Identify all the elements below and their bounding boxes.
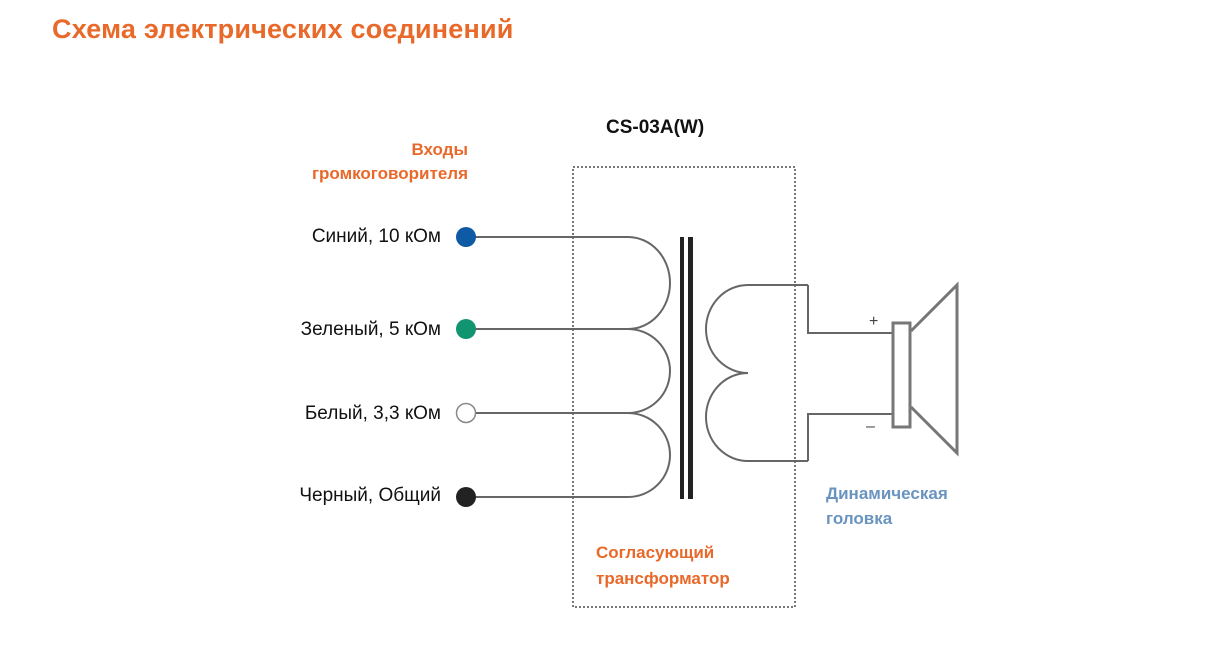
transformer-label-line2: трансформатор — [596, 569, 730, 588]
transformer-label-line1: Согласующий — [596, 543, 715, 562]
terminal-white-dot — [455, 402, 477, 424]
transformer-core-bar-1 — [680, 237, 684, 499]
speaker-label-line2: головка — [826, 509, 893, 528]
speaker-lead-minus — [807, 413, 893, 461]
transformer-label: Согласующий трансформатор — [596, 540, 730, 592]
model-label: CS-03A(W) — [606, 117, 705, 138]
terminal-blue-dot — [456, 227, 476, 247]
primary-coil-loop-2 — [627, 328, 671, 414]
transformer-core-bar-2 — [688, 237, 693, 499]
terminal-label-white: Белый, 3,3 кОм — [304, 403, 441, 424]
speaker-cone-icon — [909, 281, 959, 457]
terminal-label-blue: Синий, 10 кОм — [311, 226, 441, 247]
terminal-green-dot — [456, 319, 476, 339]
inputs-heading-line2: громкоговорителя — [311, 164, 468, 183]
polarity-plus: + — [869, 313, 878, 330]
speaker-lead-plus — [807, 285, 893, 334]
secondary-coil-loop-1 — [705, 284, 808, 374]
speaker-magnet-icon — [891, 321, 912, 429]
diagram-title: Схема электрических соединений — [52, 14, 514, 44]
polarity-minus: – — [866, 418, 875, 435]
inputs-heading: Входы громкоговорителя — [312, 138, 468, 186]
primary-coil-loop-1 — [627, 236, 671, 330]
speaker-label: Динамическая головка — [826, 481, 948, 531]
speaker-label-line1: Динамическая — [826, 484, 948, 503]
secondary-coil-loop-2 — [705, 372, 808, 462]
terminal-black-dot — [456, 487, 476, 507]
inputs-heading-line1: Входы — [411, 140, 468, 159]
primary-coil-loop-3 — [627, 412, 671, 498]
terminal-label-black: Черный, Общий — [299, 485, 441, 506]
terminal-label-green: Зеленый, 5 кОм — [300, 319, 441, 340]
transformer-enclosure — [572, 166, 796, 608]
